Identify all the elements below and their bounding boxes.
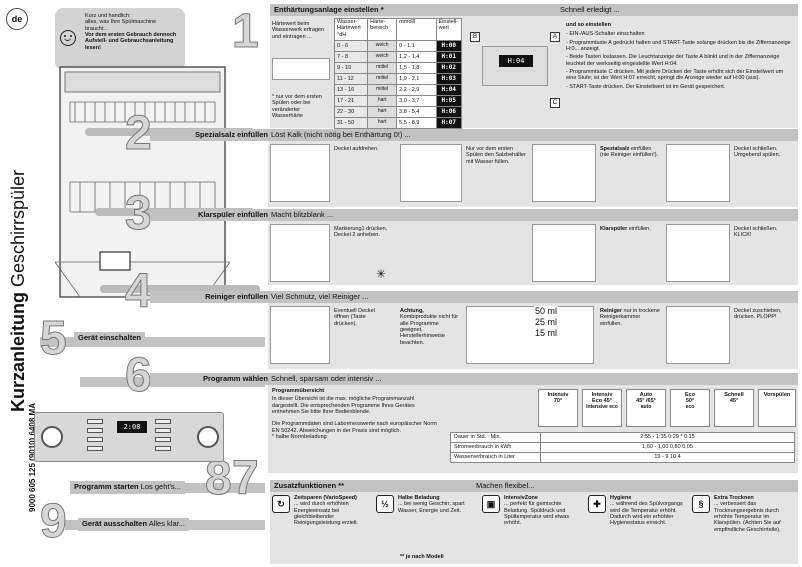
- salt-caption-3: Spezialsalz einfüllen (nie Reiniger einf…: [600, 146, 659, 159]
- intensive-zone-icon: ▣: [482, 495, 500, 513]
- hygiene-icon: ✚: [588, 495, 606, 513]
- language-badge: de: [6, 8, 28, 30]
- power-knob: [41, 426, 63, 448]
- dose-25ml: 25 ml: [534, 317, 559, 328]
- program-button: [87, 437, 103, 442]
- detergent-image-3: [666, 306, 730, 364]
- section-header-extras: Zusatzfunktionen ** Machen flexibel...: [270, 480, 798, 492]
- section-header-program-select: Programm wählen Schnell, sparsam oder in…: [150, 373, 798, 385]
- step-number-8: 8: [205, 452, 233, 505]
- step-number-3: 3: [125, 187, 153, 240]
- program-button: [87, 428, 103, 433]
- rinse-aid-caption-2: Klarspüler einfüllen.: [600, 226, 651, 232]
- program-button: [155, 446, 171, 451]
- section-header-switch-off: Gerät ausschalten Alles klar...: [78, 518, 189, 531]
- softener-instructions: und so einstellen - EIN-/AUS-Schalter ei…: [566, 22, 791, 90]
- rinse-aid-image-1: [270, 224, 330, 282]
- salt-caption-2: Nur vor dem ersten Spülen den Salzbehält…: [466, 146, 526, 165]
- dose-50ml: 50 ml: [534, 306, 559, 317]
- salt-caption-4: Deckel schließen. Umgebend spülen.: [734, 146, 781, 159]
- program-button: [87, 419, 103, 424]
- program-button: [155, 428, 171, 433]
- rinse-aid-image-3: [666, 224, 730, 282]
- detergent-caption-3: Reiniger nur in trockene Reinigerkammer …: [600, 308, 660, 327]
- salt-image-3: [532, 144, 596, 202]
- salt-image-1: [270, 144, 330, 202]
- extra-dry-icon: §: [692, 495, 710, 513]
- salt-image-4: [666, 144, 730, 202]
- section-header-detergent: Reiniger einfüllen Viel Schmutz, viel Re…: [150, 291, 798, 303]
- softener-footnote: * nur vor dem ersten Spülen oder bei ver…: [272, 94, 322, 119]
- label-c: C: [550, 98, 560, 108]
- step-number-1: 1: [232, 5, 260, 58]
- detergent-caption-1: Eventuell Deckel öffnen (Taste drücken).: [334, 308, 375, 327]
- smiley-icon: [60, 30, 76, 46]
- section-header-salt: Spezialsalz einfüllen Löst Kalk (nicht n…: [150, 129, 798, 141]
- detergent-caption-2: Achtung, Kombiprodukte nicht für alle Pr…: [400, 308, 459, 346]
- settings-panel-illustration: H:04: [482, 46, 548, 86]
- half-load-icon: ½: [376, 495, 394, 513]
- program-button: [155, 419, 171, 424]
- step-number-4: 4: [125, 265, 153, 318]
- detergent-image-2: [466, 306, 594, 364]
- dishwasher-illustration: [55, 66, 230, 298]
- program-button: [155, 437, 171, 442]
- step-number-9: 9: [40, 495, 68, 548]
- dose-15ml: 15 ml: [534, 328, 559, 339]
- softener-intro: Härtewert beim Wasserwerk erfragen und e…: [272, 21, 325, 40]
- sparkle-icon: ✳: [376, 267, 387, 281]
- rinse-aid-image-2: [532, 224, 596, 282]
- program-overview: Programmübersicht In dieser Übersicht is…: [272, 388, 437, 440]
- detergent-image-1: [270, 306, 330, 364]
- label-b: B: [470, 32, 480, 42]
- section-header-rinse-aid: Klarspüler einfüllen Macht blitzblank ..…: [150, 209, 798, 221]
- section-header-switch-on: Gerät einschalten: [74, 332, 145, 345]
- step-number-7: 7: [232, 452, 260, 505]
- salt-caption-1: Deckel aufdrehen.: [334, 146, 379, 152]
- program-vorspuelen: Vorspülen: [758, 389, 796, 427]
- program-data-table: Dauer in Std. : Min.2:55 - 1:35 0:29 * 0…: [450, 432, 795, 463]
- intro-box: Kurz und handlich: alles, was Ihre Spülm…: [55, 8, 185, 70]
- display-window: 2:08: [117, 421, 147, 433]
- variospeed-icon: ↻: [272, 495, 290, 513]
- start-knob: [197, 426, 219, 448]
- step-number-5: 5: [40, 312, 68, 365]
- control-panel: 2:08: [34, 412, 224, 462]
- extras-panel: [270, 492, 798, 564]
- section-header-start: Programm starten Los geht's...: [70, 481, 185, 494]
- step-number-2: 2: [125, 107, 153, 160]
- water-hardness-entry-box: [272, 58, 330, 80]
- rinse-aid-caption-3: Deckel schließen. KLICK!: [734, 226, 778, 239]
- rinse-aid-caption-1: Markierung1 drücken, Deckel 2 anheben.: [334, 226, 388, 239]
- table-row: Dauer in Std. : Min.2:55 - 1:35 0:29 * 0…: [450, 432, 795, 443]
- step-connector: [40, 337, 265, 347]
- detergent-caption-4: Deckel zuschieben, drücken. PLOPP!: [734, 308, 782, 321]
- label-a: A: [550, 32, 560, 42]
- salt-image-2: [400, 144, 462, 202]
- section-header-softener: Enthärtungsanlage einstellen * Schnell e…: [270, 4, 798, 16]
- extras-footnote: ** je nach Modell: [400, 554, 444, 560]
- step-number-6: 6: [125, 349, 153, 402]
- program-button: [87, 446, 103, 451]
- step-connector: [100, 285, 260, 293]
